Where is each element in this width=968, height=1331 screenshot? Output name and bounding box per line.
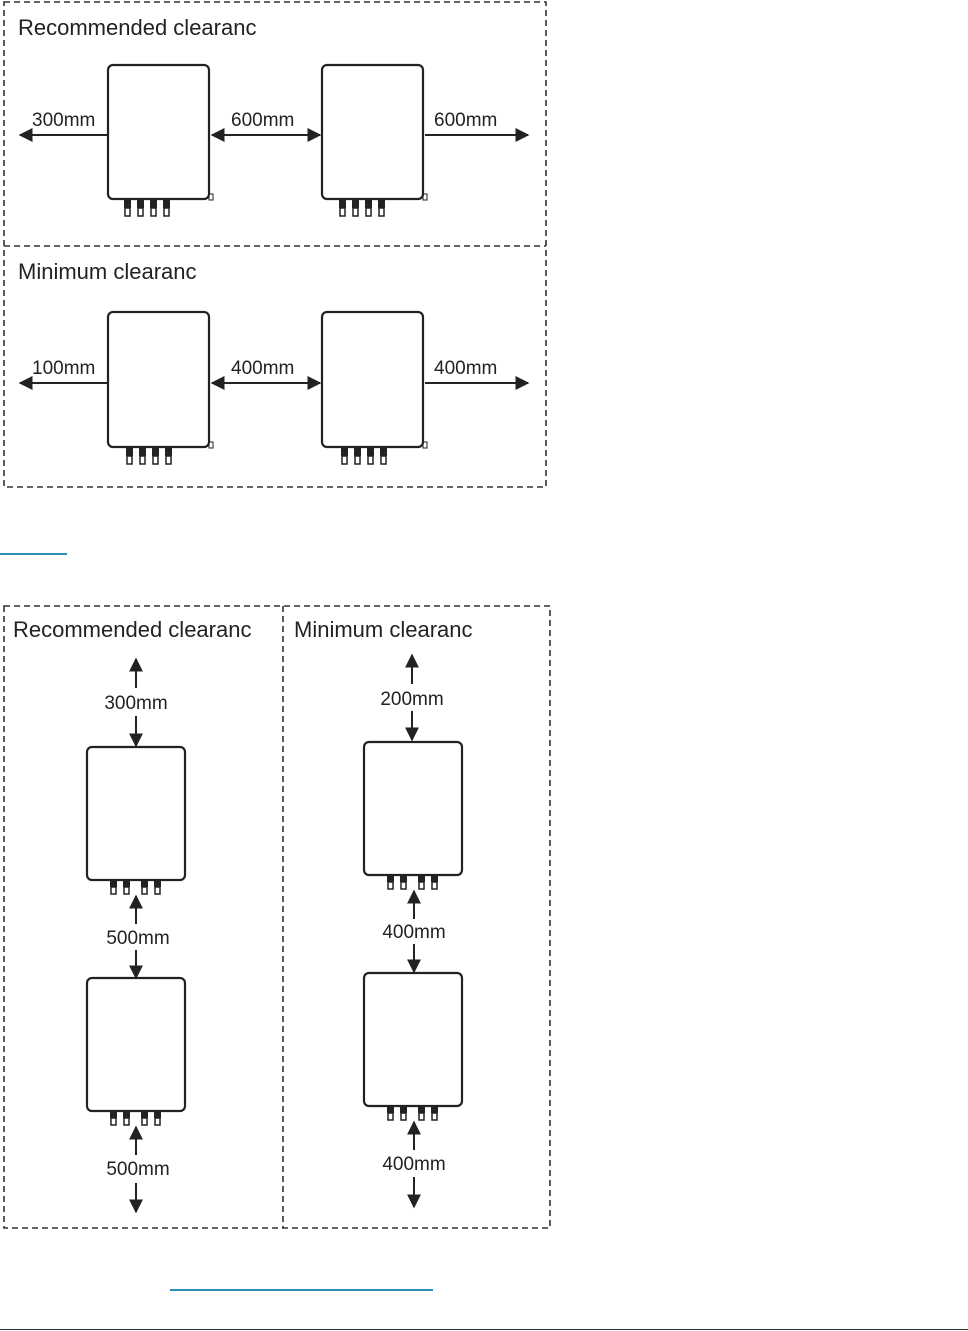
- horizontal-panel-border: [4, 2, 546, 487]
- minimum-left-label: 100mm: [32, 358, 95, 379]
- link-underline[interactable]: [170, 1289, 433, 1291]
- cable-glands: [126, 447, 172, 464]
- vertical-panel-border: [4, 606, 550, 1228]
- cable-glands: [110, 880, 161, 894]
- minimum-bottom-label: 400mm: [382, 1154, 445, 1175]
- cable-glands: [341, 447, 387, 464]
- recommended-between-label: 500mm: [106, 928, 169, 949]
- recommended-right-label: 600mm: [434, 110, 497, 131]
- inverter-unit: [87, 978, 185, 1125]
- cable-glands: [110, 1111, 161, 1125]
- minimum-between-label: 400mm: [231, 358, 294, 379]
- inverter-unit: [364, 742, 462, 889]
- minimum-column-title: Minimum clearanc: [294, 617, 473, 642]
- vertical-clearance-panel: Recommended clearanc 300mm 500mm: [4, 606, 550, 1228]
- inverter-unit: [322, 312, 427, 464]
- minimum-title: Minimum clearanc: [18, 259, 197, 284]
- horizontal-clearance-panel: Recommended clearanc 300mm: [4, 2, 546, 487]
- inverter-unit: [364, 973, 462, 1120]
- inverter-unit: [87, 747, 185, 894]
- cable-glands: [124, 199, 170, 216]
- recommended-between-label: 600mm: [231, 110, 294, 131]
- recommended-bottom-label: 500mm: [106, 1159, 169, 1180]
- minimum-between-label: 400mm: [382, 922, 445, 943]
- minimum-right-label: 400mm: [434, 358, 497, 379]
- cable-glands: [339, 199, 385, 216]
- recommended-left-label: 300mm: [32, 110, 95, 131]
- footer-rule: [0, 1329, 968, 1330]
- inverter-unit: [108, 65, 213, 216]
- cable-glands: [387, 875, 438, 889]
- inverter-unit: [108, 312, 213, 464]
- minimum-top-label: 200mm: [380, 689, 443, 710]
- link-underline[interactable]: [0, 553, 67, 555]
- recommended-title: Recommended clearanc: [18, 15, 256, 40]
- recommended-column-title: Recommended clearanc: [13, 617, 251, 642]
- recommended-top-label: 300mm: [104, 693, 167, 714]
- inverter-unit: [322, 65, 427, 216]
- cable-glands: [387, 1106, 438, 1120]
